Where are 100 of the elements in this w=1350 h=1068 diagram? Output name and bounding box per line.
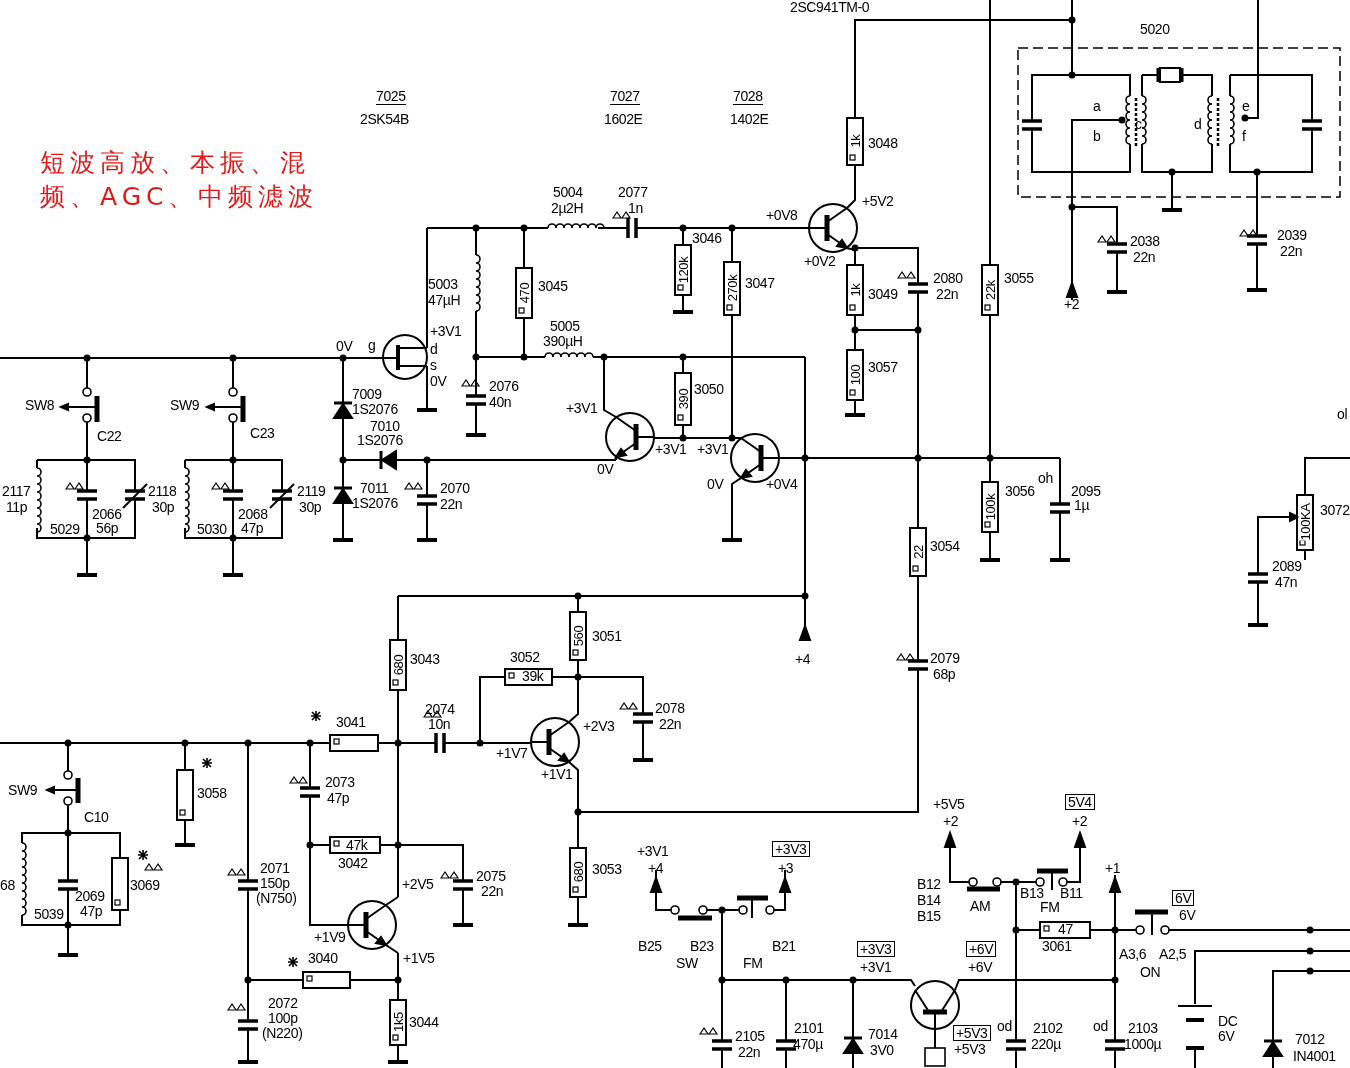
component-label: B11 bbox=[1060, 886, 1083, 901]
component-label: od bbox=[1093, 1019, 1108, 1034]
component-label: 3053 bbox=[592, 862, 622, 877]
component-label: 3052 bbox=[510, 650, 540, 665]
component-label: +1V7 bbox=[496, 746, 528, 761]
component-label: 68 bbox=[0, 878, 15, 893]
component-label: B21 bbox=[772, 939, 796, 954]
component-label: 47µH bbox=[428, 293, 461, 308]
component-label: +3V1 bbox=[655, 442, 687, 457]
component-label: 3042 bbox=[338, 856, 368, 871]
component-label: g bbox=[368, 338, 376, 353]
component-label: 22n bbox=[481, 884, 504, 899]
part-number: 7027 bbox=[610, 89, 640, 105]
component-label: C22 bbox=[97, 429, 122, 444]
component-label: 22n bbox=[1280, 244, 1303, 259]
component-label: (N750) bbox=[256, 891, 297, 906]
component-label: +0V4 bbox=[766, 477, 798, 492]
component-label: 5004 bbox=[553, 185, 583, 200]
component-label: 2080 bbox=[933, 271, 963, 286]
component-label: b bbox=[1093, 129, 1101, 144]
voltage-tag: 6V bbox=[1172, 890, 1195, 906]
component-label: 2069 bbox=[75, 889, 105, 904]
component-value: 120k bbox=[676, 256, 690, 284]
part-number: 7025 bbox=[376, 89, 406, 105]
component-label: 2066 bbox=[92, 507, 122, 522]
component-label: od bbox=[997, 1019, 1012, 1034]
component-label: +2 bbox=[943, 814, 959, 829]
component-label: +3V1 bbox=[637, 844, 669, 859]
component-label: 3069 bbox=[130, 878, 160, 893]
component-label: 2SK54B bbox=[360, 112, 409, 127]
component-label: 1S2076 bbox=[357, 433, 403, 448]
component-label: 7009 bbox=[352, 387, 382, 402]
component-label: 5005 bbox=[550, 319, 580, 334]
component-label: 39k bbox=[522, 669, 544, 684]
component-label: 2SC941TM-0 bbox=[790, 0, 870, 15]
component-label: 47p bbox=[80, 904, 103, 919]
component-label: 220µ bbox=[1031, 1037, 1061, 1052]
component-label: C10 bbox=[84, 810, 109, 825]
component-label: 2075 bbox=[476, 869, 506, 884]
component-label: 22n bbox=[659, 717, 682, 732]
component-label: 2µ2H bbox=[551, 201, 584, 216]
component-label: +2V5 bbox=[402, 877, 434, 892]
component-label: 150p bbox=[260, 876, 290, 891]
component-value: 390 bbox=[676, 388, 690, 410]
component-label: 22n bbox=[440, 497, 463, 512]
component-label: +1 bbox=[1105, 861, 1121, 876]
component-label: 3046 bbox=[692, 231, 722, 246]
component-label: 3072 bbox=[1320, 503, 1350, 518]
component-label: IN4001 bbox=[1293, 1049, 1336, 1064]
component-label: +1V1 bbox=[541, 767, 573, 782]
component-label: a bbox=[1093, 99, 1101, 114]
component-label: SW8 bbox=[25, 398, 55, 413]
component-label: 7010 bbox=[370, 419, 400, 434]
component-label: B15 bbox=[917, 909, 941, 924]
component-label: 5030 bbox=[197, 522, 227, 537]
component-label: 2071 bbox=[260, 861, 290, 876]
component-label: (N220) bbox=[262, 1026, 303, 1041]
component-label: 2068 bbox=[238, 507, 268, 522]
component-label: B25 bbox=[638, 939, 662, 954]
component-label: 56p bbox=[96, 521, 119, 536]
component-label: 3056 bbox=[1005, 484, 1035, 499]
component-label: 1S2076 bbox=[352, 402, 398, 417]
component-label: 1µ bbox=[1074, 498, 1090, 513]
component-label: 30p bbox=[299, 500, 322, 515]
component-label: +1V9 bbox=[314, 930, 346, 945]
component-label: 1S2076 bbox=[352, 496, 398, 511]
component-label: 7012 bbox=[1295, 1032, 1325, 1047]
component-label: +5V3 bbox=[954, 1042, 986, 1057]
component-label: 47p bbox=[327, 791, 350, 806]
component-label: s bbox=[430, 358, 437, 373]
component-label: 30p bbox=[152, 500, 175, 515]
component-label: A3,6 bbox=[1119, 947, 1147, 962]
component-label: +0V8 bbox=[766, 208, 798, 223]
component-label: SW9 bbox=[170, 398, 200, 413]
component-label: C23 bbox=[250, 426, 275, 441]
component-label: +3V1 bbox=[697, 442, 729, 457]
component-label: e bbox=[1242, 99, 1250, 114]
component-label: 390µH bbox=[543, 334, 583, 349]
component-label: 68p bbox=[933, 667, 956, 682]
component-label: 3V0 bbox=[870, 1043, 894, 1058]
component-label: ON bbox=[1140, 965, 1161, 980]
component-label: +2 bbox=[1072, 814, 1088, 829]
component-label: 3043 bbox=[410, 652, 440, 667]
component-label: 2105 bbox=[735, 1029, 765, 1044]
component-label: 2101 bbox=[794, 1021, 824, 1036]
component-label: 3054 bbox=[930, 539, 960, 554]
component-label: 0V bbox=[597, 462, 614, 477]
component-label: +1V5 bbox=[403, 951, 435, 966]
component-label: 7014 bbox=[868, 1027, 898, 1042]
component-label: +4 bbox=[648, 861, 664, 876]
component-label: FM bbox=[743, 956, 763, 971]
component-label: 3061 bbox=[1042, 939, 1072, 954]
voltage-tag: +5V3 bbox=[953, 1025, 991, 1041]
component-label: f bbox=[1242, 129, 1246, 144]
component-label: 3057 bbox=[868, 360, 898, 375]
component-label: B23 bbox=[690, 939, 714, 954]
component-label: +5V2 bbox=[862, 194, 894, 209]
component-label: 22n bbox=[738, 1045, 761, 1060]
component-label: 2119 bbox=[297, 484, 326, 499]
component-label: 40n bbox=[489, 395, 512, 410]
